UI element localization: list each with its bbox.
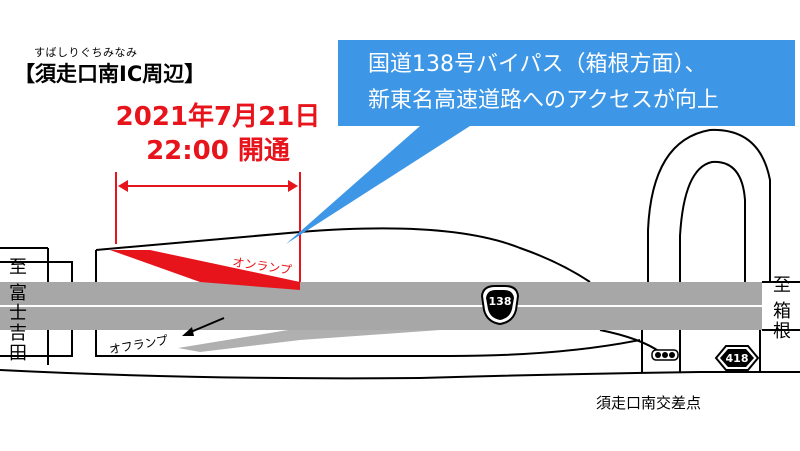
span-arrow-left-head [118,180,128,192]
opening-date: 2021年7月21日 [115,102,321,132]
direction-east-char: 箱 [773,301,791,322]
north-loop-road [647,128,771,282]
route-138-shield: 138 [480,285,520,326]
callout-pointer [286,126,470,244]
route-418-shield: 418 [714,345,760,371]
off-ramp-arrow-head [182,327,194,336]
direction-west-char: 田 [9,343,27,364]
direction-west-label: 至 富 士 吉 田 [3,258,33,364]
title-ruby: すばしりぐちみなみ [34,46,138,59]
on-ramp-arrow-direction [150,254,230,277]
direction-east-char: 根 [773,321,791,342]
intersection-label: 須走口南交差点 [596,394,702,412]
direction-west-char: 至 [9,257,27,278]
span-arrow-right-head [288,180,298,192]
direction-east-label: 至 箱 根 [767,276,797,342]
page-title: 【須走口南IC周辺】 [14,62,206,86]
opening-datetime: 2021年7月21日 22:00 開通 [78,100,358,168]
direction-east-char: 至 [773,275,791,296]
callout-box: 国道138号バイパス（箱根方面）、 新東名高速道路へのアクセスが向上 [338,40,795,126]
south-frontage-road [0,369,800,380]
south-road-outline [95,330,641,357]
traffic-signal-icon [651,349,679,361]
opening-time: 22:00 開通 [146,136,290,166]
direction-west-char: 吉 [9,323,27,344]
route-138-number: 138 [489,295,512,308]
route-418-number: 418 [726,352,749,365]
direction-west-char: 士 [9,303,27,324]
north-road-outline [95,227,591,283]
off-ramp-label: オフランプ [108,333,169,357]
callout-line-2: 新東名高速道路へのアクセスが向上 [368,88,719,113]
direction-west-char: 富 [9,283,27,304]
callout-line-1: 国道138号バイパス（箱根方面）、 [368,52,707,77]
north-loop-road-inner [679,160,746,282]
off-ramp [178,330,440,352]
road-right-end-edge [762,281,800,331]
route-418-road [641,330,761,372]
